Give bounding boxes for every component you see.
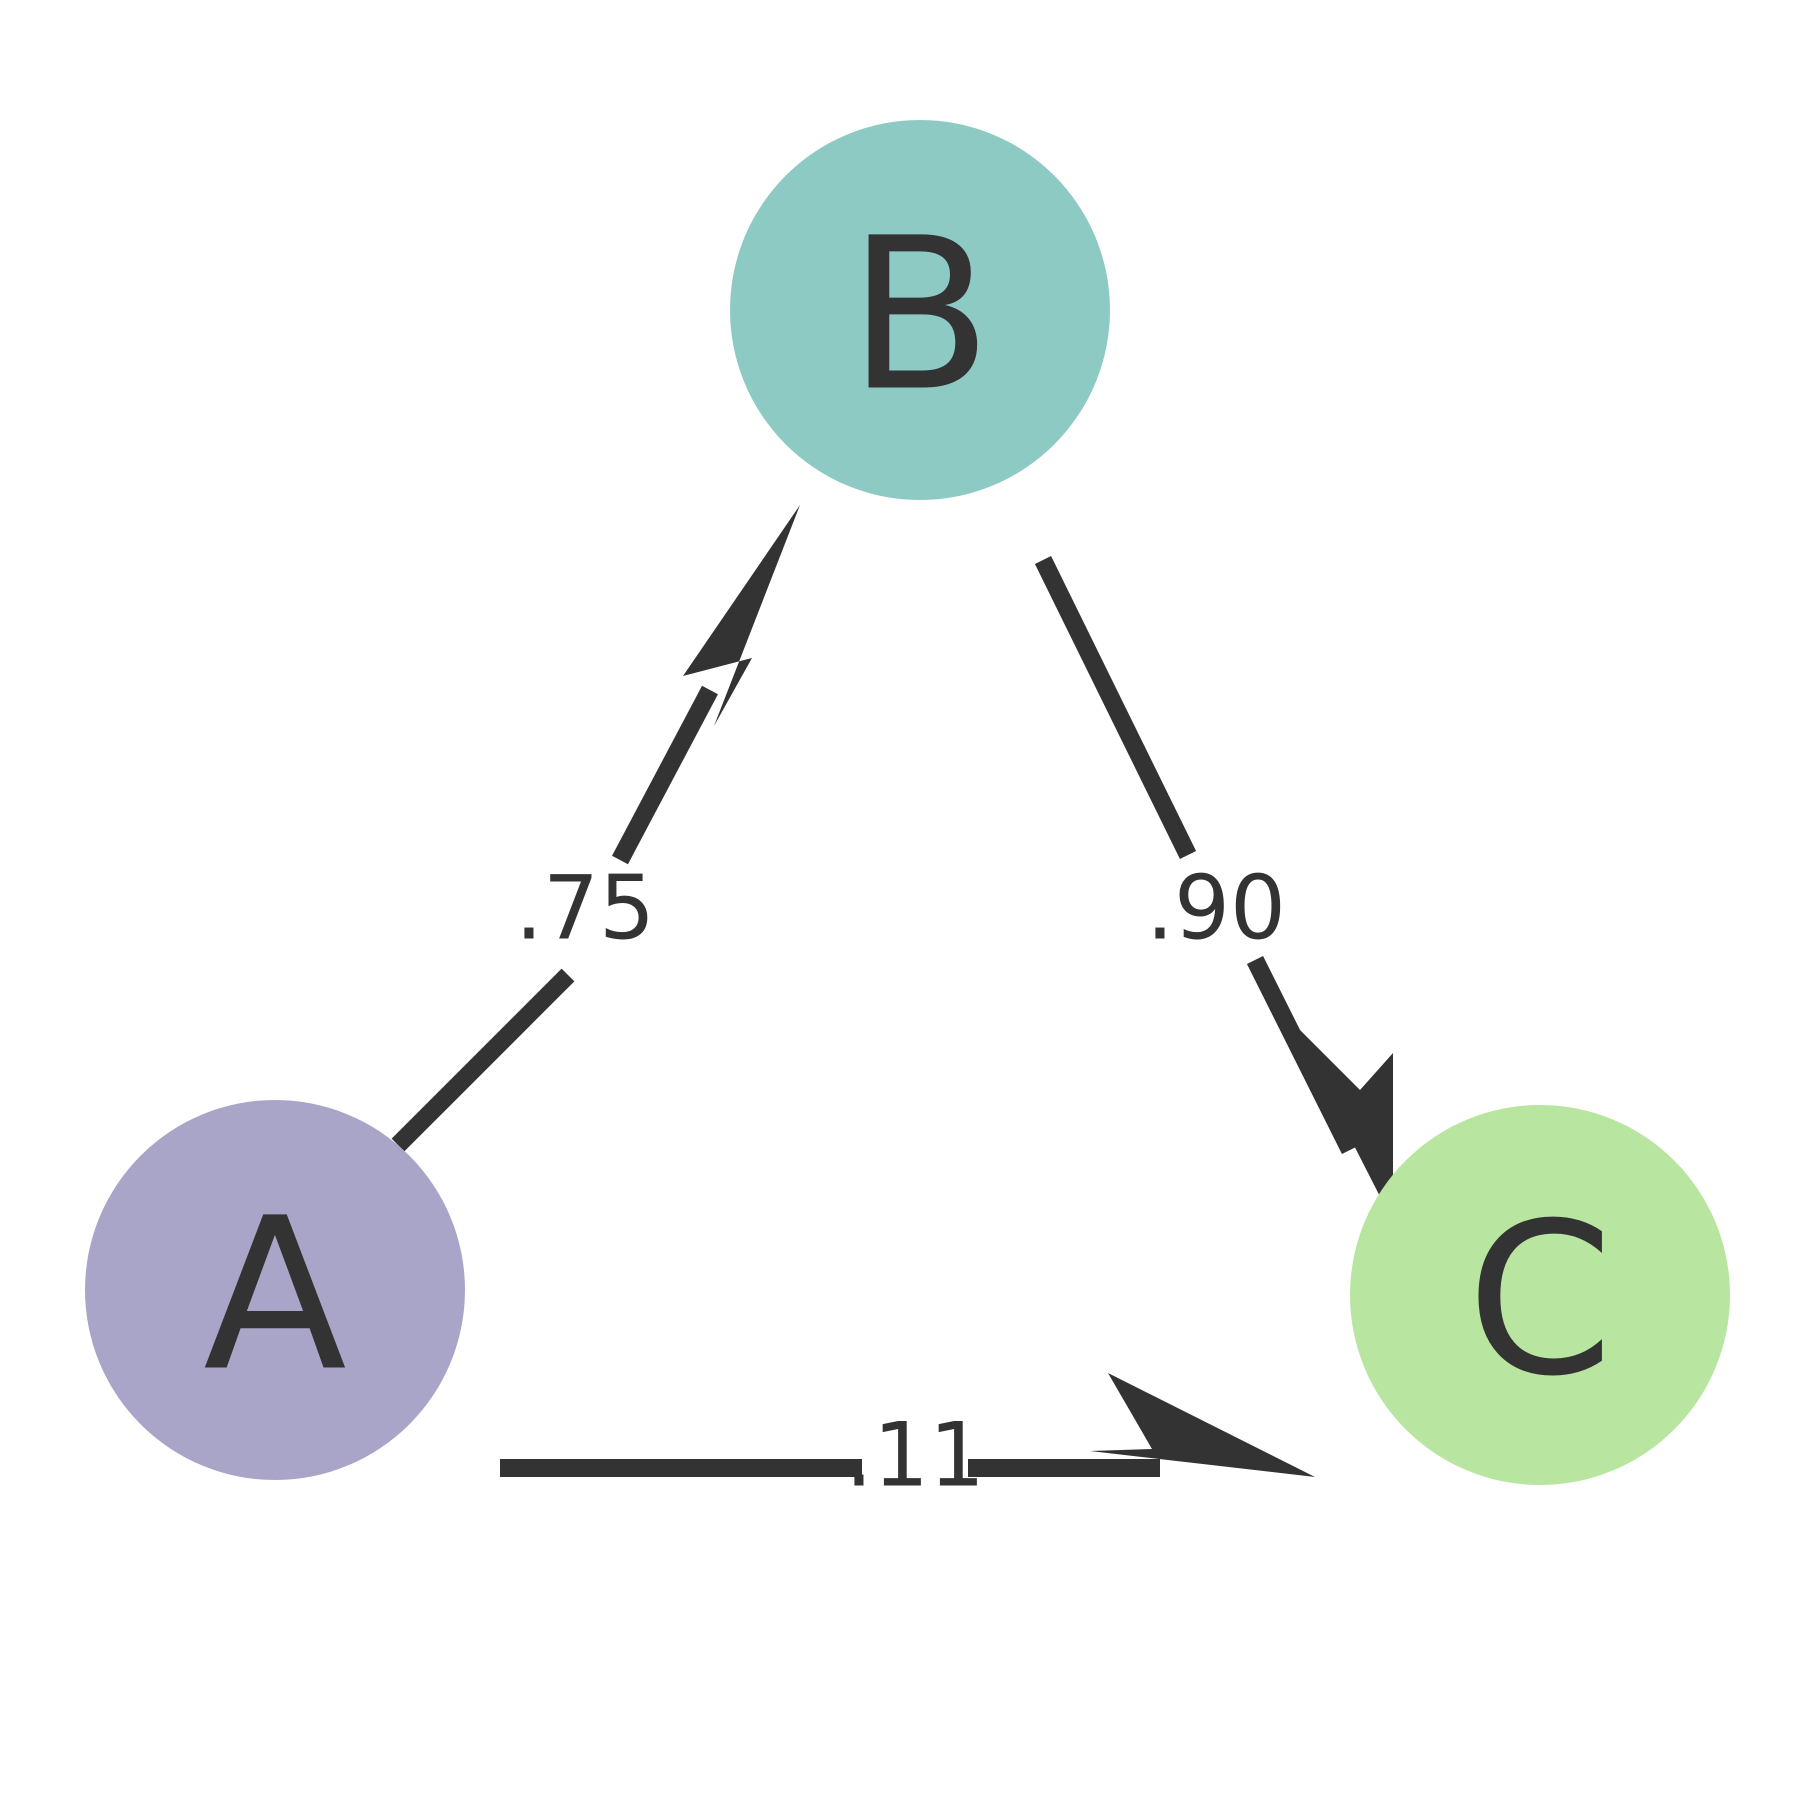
edge-a-to-b-line-upper [612, 685, 718, 865]
edge-a-to-c-label: .11 [845, 1404, 985, 1507]
node-c[interactable]: C [1350, 1105, 1730, 1485]
node-b-circle[interactable] [730, 120, 1110, 500]
edge-b-to-c[interactable]: .90 [1034, 556, 1393, 1222]
node-a-circle[interactable] [85, 1100, 465, 1480]
edge-b-to-c-arrowhead [1290, 1020, 1393, 1222]
edge-b-to-c-line-upper [1034, 556, 1197, 859]
node-b[interactable]: B [730, 120, 1110, 500]
node-c-label: C [1467, 1178, 1614, 1423]
edge-a-to-b[interactable]: .75 [391, 505, 800, 1152]
edge-a-to-c-arrowhead [1090, 1373, 1315, 1477]
edge-b-to-c-line-lower [1246, 955, 1359, 1155]
edge-a-to-b-line-lower [391, 968, 575, 1152]
edge-a-to-c[interactable]: .11 [500, 1373, 1315, 1507]
edge-a-to-b-label: .75 [515, 857, 655, 960]
node-c-circle[interactable] [1350, 1105, 1730, 1485]
node-a[interactable]: A [85, 1100, 465, 1480]
node-b-label: B [848, 193, 992, 438]
edge-b-to-c-label: .90 [1146, 857, 1286, 960]
node-a-label: A [203, 1173, 347, 1418]
edge-a-to-b-arrowhead [683, 505, 800, 726]
